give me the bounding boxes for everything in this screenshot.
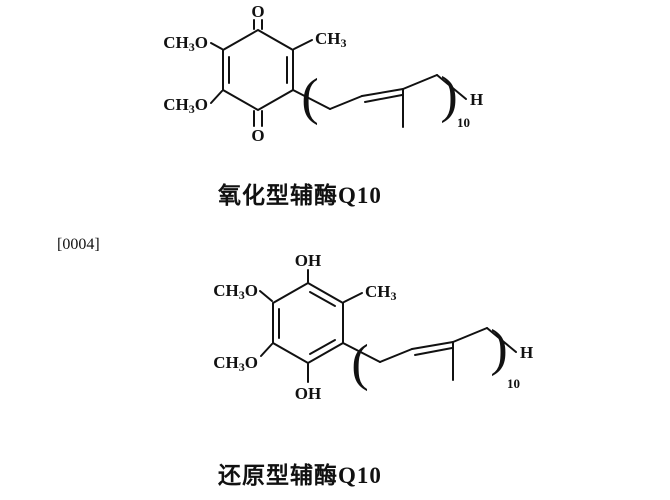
methoxy-bottom-bond	[260, 343, 273, 357]
oxidized-caption: 氧化型辅酶Q10	[218, 183, 382, 208]
chain-double-bond	[361, 88, 404, 97]
repeat-count-subscript: 10	[457, 115, 470, 130]
repeat-count-subscript: 10	[507, 376, 520, 391]
chain-double-bond	[414, 347, 453, 356]
chain-bond	[452, 327, 488, 343]
terminal-hydrogen-label: H	[470, 90, 483, 109]
ring-methyl-bond	[293, 39, 313, 50]
quinone-ring	[210, 19, 313, 127]
chain-bond	[402, 74, 438, 90]
chain-bond	[342, 342, 381, 363]
ring-methyl-bond	[343, 292, 363, 303]
ring-methyl-label: CH3	[365, 282, 397, 303]
carbonyl-top-label: O	[251, 2, 264, 21]
methoxy-bottom-label: CH3O	[213, 353, 258, 374]
aromatic-double-bond	[309, 339, 336, 355]
chain-double-bond	[411, 341, 454, 350]
ring-methyl-label: CH3	[315, 29, 347, 50]
methoxy-bottom-label: CH3O	[163, 95, 208, 116]
methoxy-bottom-bond	[210, 90, 223, 104]
oxidized-coq10-diagram: O O CH3O CH3O CH3 ( ) 10 H	[163, 2, 483, 145]
aromatic-double-bond	[309, 291, 336, 307]
carbonyl-bottom-label: O	[251, 126, 264, 145]
isoprenoid-chain	[342, 327, 517, 381]
hydroxyl-top-label: OH	[295, 251, 321, 270]
close-paren: )	[440, 67, 457, 124]
open-paren: (	[301, 69, 318, 126]
reduced-caption: 还原型辅酶Q10	[218, 463, 382, 488]
chain-bond	[292, 89, 331, 110]
close-paren: )	[490, 320, 507, 377]
reduced-coq10-diagram: OH OH CH3O CH3O CH3 ( ) 10 H	[213, 251, 533, 403]
chain-bond	[436, 74, 467, 100]
ring-bond	[222, 28, 294, 112]
methoxy-top-label: CH3O	[163, 33, 208, 54]
ring-bond	[272, 281, 344, 365]
methoxy-top-bond	[210, 42, 223, 50]
chain-bond	[379, 348, 413, 363]
chain-bond	[329, 95, 363, 110]
open-paren: (	[351, 335, 368, 392]
terminal-hydrogen-label: H	[520, 343, 533, 362]
hydroquinone-ring	[259, 269, 363, 383]
paragraph-number: [0004]	[57, 236, 100, 253]
isoprenoid-chain	[292, 74, 467, 128]
chain-bond	[486, 327, 517, 353]
methoxy-top-label: CH3O	[213, 281, 258, 302]
methoxy-top-bond	[259, 290, 273, 302]
hydroxyl-bottom-label: OH	[295, 384, 321, 403]
chain-double-bond	[364, 94, 403, 103]
